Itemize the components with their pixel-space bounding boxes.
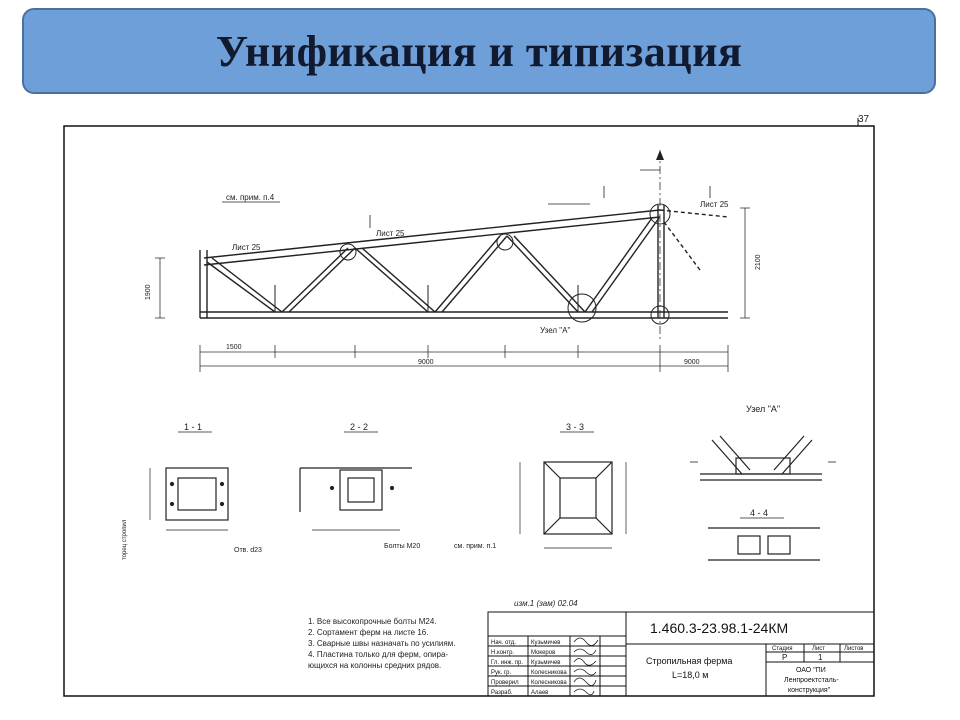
stamp-stage: Р	[782, 653, 787, 662]
section-1-1-opening: Отв. d23	[234, 547, 262, 554]
stamp-person: Колесникова	[531, 670, 567, 676]
stamp-code: 1.460.3-23.98.1-24КМ	[650, 620, 788, 636]
section-3-3	[519, 431, 627, 549]
stamp-person: Мокеров	[531, 650, 555, 656]
stamp-org-line3: конструкция"	[788, 687, 831, 694]
stamp-role: Н.контр.	[491, 650, 514, 656]
sheet-number: 37	[858, 114, 870, 125]
note-1: 1. Все высокопрочные болты М24.	[308, 617, 437, 626]
note-4: 4. Пластина только для ферм, опира-	[308, 650, 448, 659]
section-2-2-bolts: Болты М20	[384, 543, 420, 550]
slide-title: Унификация и типизация	[215, 26, 743, 76]
section-2-2	[299, 431, 412, 531]
node-a-detail	[690, 435, 836, 561]
stamp-role: Рук. гр.	[491, 670, 511, 676]
section-3-3-note: см. прим. п.1	[454, 543, 496, 550]
section-1-1-support: торец стропил	[122, 519, 128, 560]
dim-9000-a: 9000	[418, 359, 434, 366]
stamp-org-line1: ОАО "ПИ	[796, 667, 826, 674]
slide-title-bar: Унификация и типизация	[22, 8, 936, 94]
signatures	[573, 637, 599, 696]
note-2: 2. Сортамент ферм на листе 16.	[308, 628, 428, 637]
stamp-person: Колесникова	[531, 680, 567, 686]
label-sheet-25-c: Лист 25	[700, 200, 729, 209]
dim-9000-b: 9000	[684, 359, 700, 366]
drawing-notes: изм.1 (зам) 02.04 1. Все высокопрочные б…	[308, 599, 578, 670]
dim-height-2100: 2100	[755, 254, 762, 270]
section-1-1-label: 1 - 1	[184, 422, 202, 432]
label-see-note-4: см. прим. п.4	[226, 193, 275, 202]
stamp-role: Проверил	[491, 680, 519, 686]
stamp-sheets-header: Листов	[844, 646, 864, 652]
section-2-2-label: 2 - 2	[350, 422, 368, 432]
section-4-4-label: 4 - 4	[750, 508, 768, 518]
label-sheet-25-b: Лист 25	[376, 229, 405, 238]
section-1-1	[149, 431, 229, 531]
stamp-sheet: 1	[818, 653, 823, 662]
title-block	[487, 611, 875, 697]
stamp-name-line2: L=18,0 м	[672, 670, 708, 680]
stamp-org-line2: Ленпроектсталь-	[784, 677, 839, 684]
label-node-a: Узел "А"	[540, 326, 570, 335]
truss-elevation	[199, 203, 729, 325]
dim-height-1900: 1900	[145, 284, 152, 300]
stamp-role: Разраб.	[491, 690, 513, 696]
label-sheet-25-a: Лист 25	[232, 243, 261, 252]
drawing-frame	[63, 125, 875, 697]
dimension-lines	[155, 150, 750, 372]
stamp-person: Кузьмичев	[531, 660, 561, 666]
stamp-sheet-header: Лист	[812, 646, 825, 652]
stamp-role: Гл. инж. пр.	[491, 660, 523, 666]
stamp-role: Нач. отд.	[491, 640, 516, 646]
stamp-name-line1: Стропильная ферма	[646, 656, 732, 666]
stamp-person: Кузьмичев	[531, 640, 561, 646]
node-a-label: Узел "А"	[746, 404, 780, 414]
stamp-stage-header: Стадия	[772, 646, 792, 652]
note-5: ющихся на колонны средних рядов.	[308, 661, 441, 670]
stamp-person: Алаев	[531, 690, 548, 696]
note-3: 3. Сварные швы назначать по усилиям.	[308, 639, 455, 648]
section-3-3-label: 3 - 3	[566, 422, 584, 432]
dim-1500: 1500	[226, 344, 242, 351]
revision-note: изм.1 (зам) 02.04	[514, 599, 578, 608]
